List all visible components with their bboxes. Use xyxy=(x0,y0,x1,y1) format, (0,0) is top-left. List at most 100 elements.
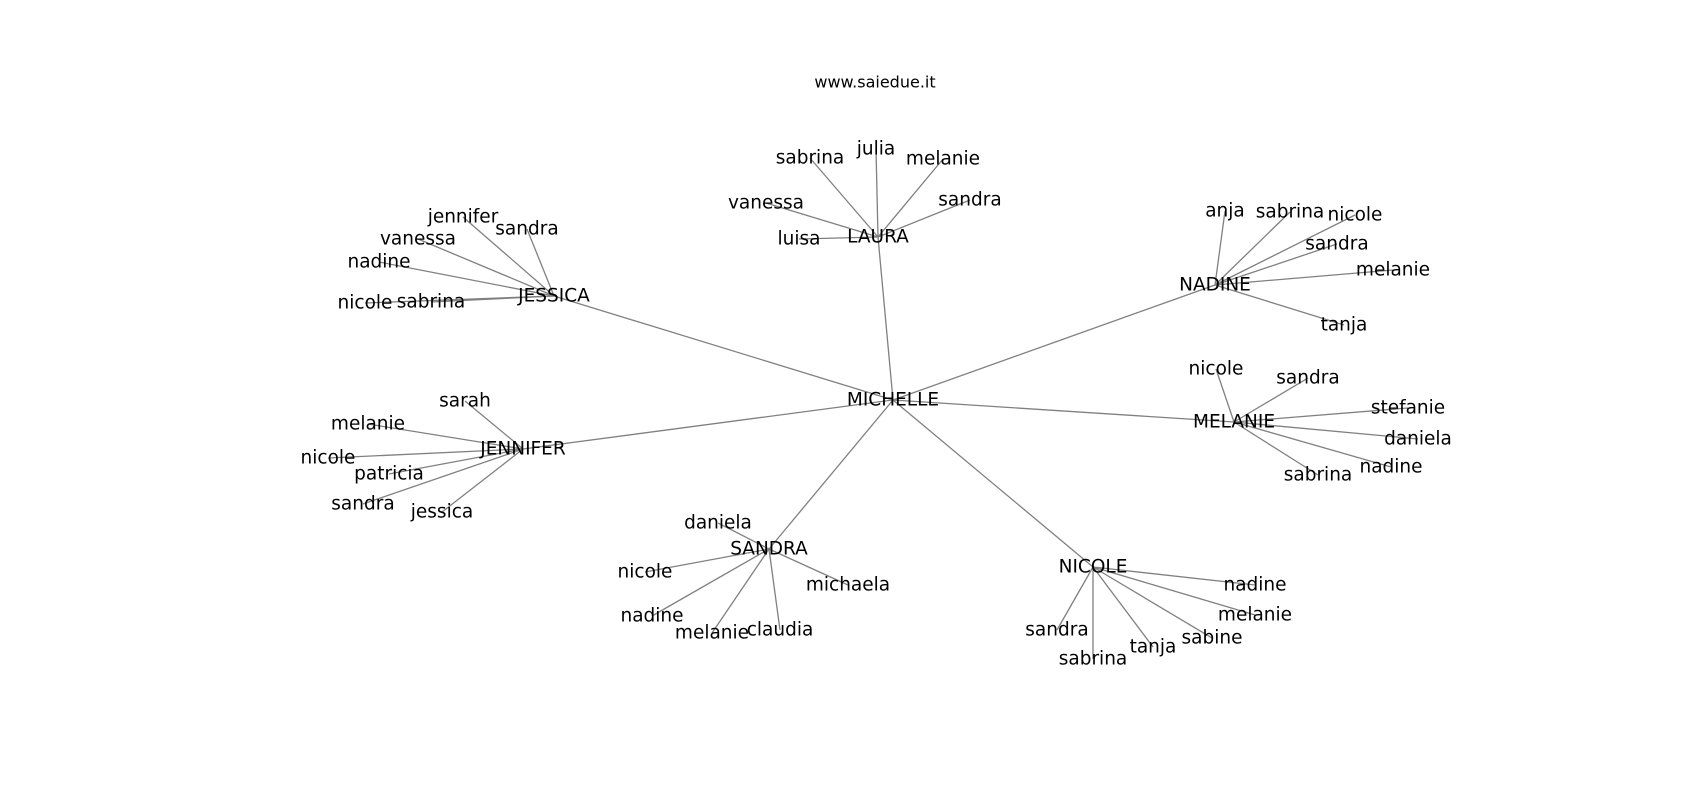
leaf-node-label-laura-vanessa: vanessa xyxy=(728,193,804,214)
center-edge-melanie xyxy=(892,399,1235,423)
leaf-node-label-melanie-nadine: nadine xyxy=(1359,457,1422,478)
leaf-edge-melanie-stefanie xyxy=(1233,407,1409,423)
leaf-node-label-nadine-melanie: melanie xyxy=(1356,260,1430,281)
center-edge-nicole xyxy=(892,399,1094,568)
leaf-edge-jessica-vanessa xyxy=(417,238,555,297)
leaf-edge-melanie-sabrina xyxy=(1233,421,1319,476)
labels-group: MICHELLE LAURA sabrina julia melanie vanessa s… xyxy=(301,139,1452,670)
leaf-edge-jennifer-sandra xyxy=(362,448,524,505)
hub-node-label-nadine: NADINE xyxy=(1179,275,1251,296)
leaf-node-label-nadine-sabrina: sabrina xyxy=(1256,202,1325,223)
leaf-edge-jennifer-nicole xyxy=(327,448,524,459)
leaf-node-label-jessica-sandra: sandra xyxy=(495,219,558,240)
center-node-label: MICHELLE xyxy=(847,390,939,411)
leaf-node-label-nadine-sandra: sandra xyxy=(1305,234,1368,255)
hub-node-label-melanie: MELANIE xyxy=(1193,412,1275,433)
leaf-edge-sandra-claudia xyxy=(768,548,781,631)
leaf-node-label-sandra-michaela: michaela xyxy=(806,575,890,596)
leaf-edge-nicole-melanie xyxy=(1092,566,1256,616)
leaf-edge-laura-luisa xyxy=(798,236,879,240)
leaf-edge-jessica-sabrina xyxy=(430,295,555,303)
leaf-node-label-jennifer-nicole: nicole xyxy=(301,448,356,469)
leaf-edge-nadine-anja xyxy=(1214,210,1226,286)
leaf-node-label-sandra-daniela: daniela xyxy=(684,513,752,534)
leaf-edge-nadine-sandra xyxy=(1214,243,1338,286)
hub-node-label-laura: LAURA xyxy=(847,227,909,248)
leaf-node-label-jennifer-patricia: patricia xyxy=(354,464,424,485)
leaf-edge-jennifer-jessica xyxy=(441,448,524,513)
leaf-node-label-nadine-anja: anja xyxy=(1205,201,1245,222)
leaf-node-label-nadine-tanja: tanja xyxy=(1321,315,1368,336)
leaf-node-label-sandra-melanie: melanie xyxy=(675,623,749,644)
hub-node-label-jessica: JESSICA xyxy=(517,286,590,307)
leaf-edge-nadine-melanie xyxy=(1214,269,1394,286)
hub-node-label-nicole: NICOLE xyxy=(1059,557,1128,578)
leaf-node-label-jessica-jennifer: jennifer xyxy=(427,207,499,228)
leaf-node-label-melanie-nicole: nicole xyxy=(1189,359,1244,380)
leaf-node-label-jennifer-sarah: sarah xyxy=(439,391,491,412)
leaf-edge-jessica-jennifer xyxy=(462,216,555,297)
leaf-edge-sandra-melanie xyxy=(711,548,770,634)
center-edge-jennifer xyxy=(522,399,894,450)
leaf-node-label-jessica-nicole: nicole xyxy=(338,293,393,314)
leaf-node-label-laura-melanie: melanie xyxy=(906,149,980,170)
center-edge-laura xyxy=(877,236,894,401)
leaf-node-label-jessica-vanessa: vanessa xyxy=(380,229,456,250)
leaf-edge-nadine-nicole xyxy=(1214,214,1356,286)
leaf-edge-melanie-sandra xyxy=(1233,377,1309,423)
leaf-node-label-nicole-sandra: sandra xyxy=(1025,620,1088,641)
leaf-edge-nicole-sabine xyxy=(1092,566,1213,639)
leaf-node-label-sandra-nadine: nadine xyxy=(620,606,683,627)
leaf-edge-jennifer-sarah xyxy=(464,400,524,450)
leaf-node-label-nicole-sabrina: sabrina xyxy=(1059,649,1128,670)
center-edge-nadine xyxy=(892,284,1216,401)
leaf-edge-sandra-nicole xyxy=(644,548,770,573)
leaf-edge-nicole-tanja xyxy=(1092,566,1154,648)
leaf-edge-laura-vanessa xyxy=(765,202,879,238)
leaf-node-label-laura-sandra: sandra xyxy=(938,190,1001,211)
site-url-label: www.saiedue.it xyxy=(814,73,935,92)
leaf-edge-nadine-sabrina xyxy=(1214,211,1291,286)
leaf-node-label-nicole-nadine: nadine xyxy=(1223,575,1286,596)
leaf-edge-laura-julia xyxy=(875,148,879,238)
leaf-edge-melanie-nadine xyxy=(1233,421,1392,468)
leaf-node-label-nicole-melanie: melanie xyxy=(1218,605,1292,626)
leaf-edge-sandra-nadine xyxy=(651,548,770,617)
edges-group xyxy=(327,148,1419,659)
leaf-edge-laura-sandra xyxy=(877,199,971,238)
leaf-node-label-jessica-sabrina: sabrina xyxy=(397,292,466,313)
leaf-edge-melanie-nicole xyxy=(1215,368,1235,423)
leaf-edge-nadine-tanja xyxy=(1214,284,1345,326)
leaf-node-label-melanie-sabrina: sabrina xyxy=(1284,465,1353,486)
center-edge-sandra xyxy=(768,399,894,550)
leaf-node-label-laura-julia: julia xyxy=(856,139,895,160)
leaf-edge-sandra-daniela xyxy=(717,522,770,550)
leaf-edge-sandra-michaela xyxy=(768,548,849,586)
leaf-edge-nicole-sandra xyxy=(1056,566,1094,631)
leaf-edge-jennifer-melanie xyxy=(367,423,524,450)
leaf-node-label-nicole-sabine: sabine xyxy=(1182,628,1243,649)
leaf-node-label-jennifer-melanie: melanie xyxy=(331,414,405,435)
leaf-node-label-melanie-stefanie: stefanie xyxy=(1371,398,1445,419)
leaf-node-label-nadine-nicole: nicole xyxy=(1328,205,1383,226)
leaf-edge-melanie-daniela xyxy=(1233,421,1419,440)
leaf-edge-jessica-nadine xyxy=(378,261,555,297)
leaf-node-label-laura-luisa: luisa xyxy=(778,229,821,250)
leaf-edge-jessica-sandra xyxy=(526,228,555,297)
hub-node-label-jennifer: JENNIFER xyxy=(479,439,566,460)
leaf-node-label-sandra-nicole: nicole xyxy=(618,562,673,583)
center-edge-jessica xyxy=(553,295,894,401)
leaf-node-label-nicole-tanja: tanja xyxy=(1130,637,1177,658)
hub-node-label-sandra: SANDRA xyxy=(730,539,808,560)
leaf-node-label-jennifer-jessica: jessica xyxy=(410,502,473,523)
leaf-node-label-jessica-nadine: nadine xyxy=(347,252,410,273)
leaf-node-label-sandra-claudia: claudia xyxy=(747,620,814,641)
leaf-node-label-melanie-sandra: sandra xyxy=(1276,368,1339,389)
leaf-edge-laura-melanie xyxy=(877,158,944,238)
leaf-edge-jennifer-patricia xyxy=(388,448,524,475)
leaf-edge-laura-sabrina xyxy=(809,157,879,238)
leaf-edge-nicole-nadine xyxy=(1092,566,1256,586)
leaf-node-label-jennifer-sandra: sandra xyxy=(331,494,394,515)
leaf-node-label-melanie-daniela: daniela xyxy=(1384,429,1452,450)
